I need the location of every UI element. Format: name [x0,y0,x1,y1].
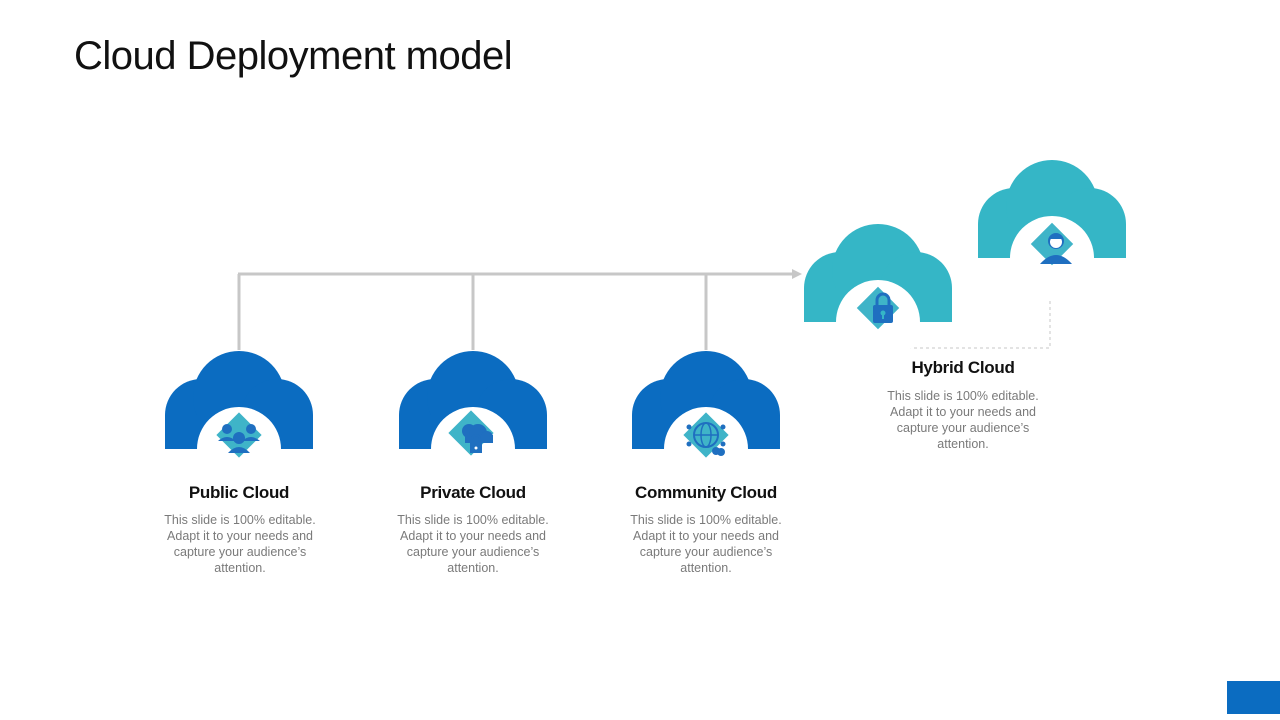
community-cloud-title: Community Cloud [635,483,777,502]
connector-lines [237,272,792,350]
hybrid-cloud-right-graphic [978,160,1126,300]
community-cloud-graphic [632,351,780,491]
private-cloud-graphic [399,351,547,491]
private-cloud-description: This slide is 100% editable. Adapt it to… [397,513,549,575]
community-cloud-description: This slide is 100% editable. Adapt it to… [630,513,782,575]
connector-arrowhead [792,269,802,279]
public-cloud-graphic [165,351,313,491]
user-icon [1030,222,1074,266]
hybrid-cloud-left-graphic [804,224,952,364]
private-cloud-title: Private Cloud [420,483,526,502]
slide-title: Cloud Deployment model [74,34,513,78]
corner-accent-block [1227,681,1280,714]
hybrid-cloud-description: This slide is 100% editable. Adapt it to… [887,389,1039,451]
public-cloud-description: This slide is 100% editable. Adapt it to… [164,513,316,575]
hybrid-cloud-title: Hybrid Cloud [911,358,1015,377]
public-cloud-title: Public Cloud [188,483,290,502]
